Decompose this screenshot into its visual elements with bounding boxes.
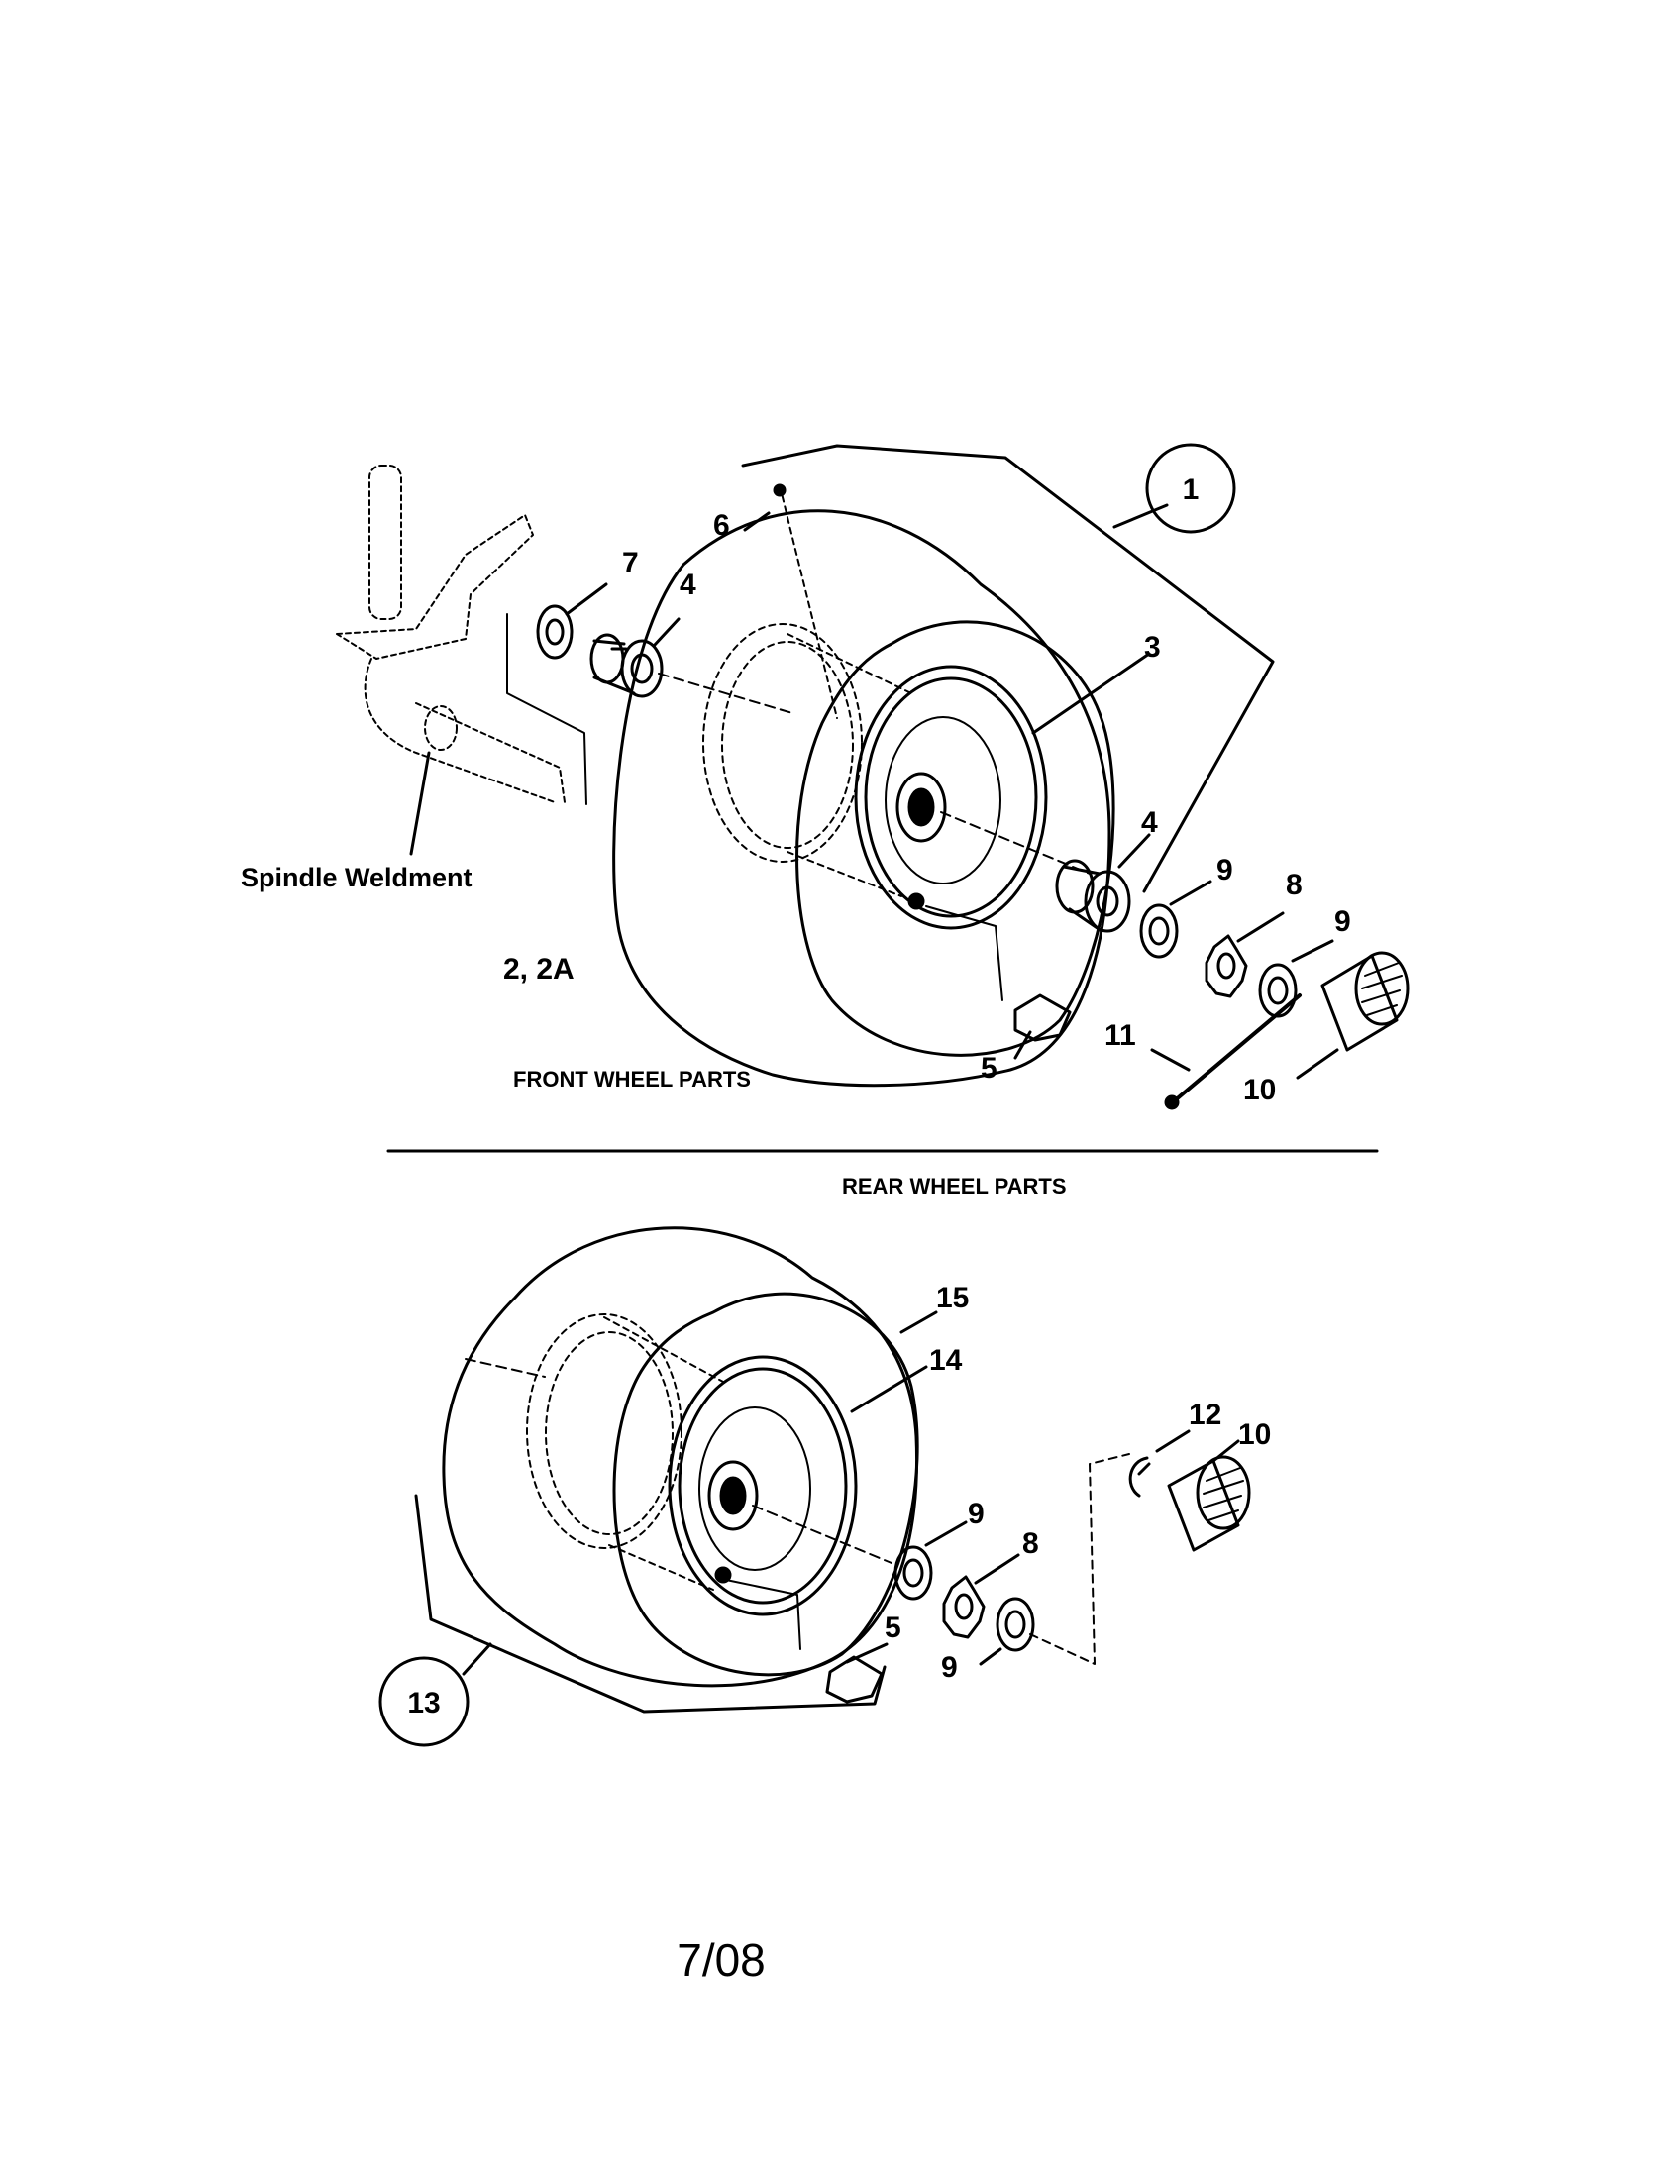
rear-valve-5-icon [725,1579,801,1650]
spindle-weldment-label: Spindle Weldment [241,863,472,892]
part-label-12: 12 [1189,1399,1221,1431]
part-label-4-right: 4 [1141,806,1158,839]
spindle-weldment [336,465,566,803]
callout-13-label: 13 [407,1687,440,1719]
part-label-15: 15 [936,1282,969,1314]
valve-5-icon [925,905,1003,1001]
part-label-2-2a: 2, 2A [503,953,575,986]
assembly-1-callout-circle [1145,443,1236,534]
front-tire-sidewall [795,620,1115,1057]
pin-11-icon [1172,993,1302,1103]
part-label-9b-rear: 9 [941,1651,958,1684]
part-label-10-rear: 10 [1238,1418,1271,1451]
rear-cap-10-icon [1167,1455,1251,1552]
part-label-7: 7 [622,547,639,579]
assembly-13-leader [462,1642,492,1676]
front-valve-hole [907,892,925,910]
part-label-14: 14 [929,1344,963,1377]
part-label-8-rear: 8 [1022,1527,1039,1560]
part-label-11: 11 [1104,1019,1136,1052]
e-clip-12-icon [1128,1456,1151,1498]
part-label-9b-front: 9 [1334,905,1351,938]
part-label-5-front: 5 [981,1052,998,1085]
rear-washer-9b-icon [996,1597,1035,1652]
front-wheel-parts-heading: FRONT WHEEL PARTS [513,1067,751,1092]
cap-10-icon [1320,951,1410,1052]
front-wheel-assembly [336,444,1410,1110]
rear-hub-bore [707,1460,759,1531]
front-hub-bore [895,772,947,843]
spindle-leader [409,751,431,856]
rear-rim [668,1355,858,1616]
rear-washer-8-icon [942,1575,986,1639]
spacer-bracket [506,613,587,805]
assembly-13-bracket [414,1494,887,1714]
page-date: 7/08 [677,1934,766,1986]
rear-hardware-bracket [1029,1453,1130,1665]
part-label-10-front: 10 [1243,1074,1276,1106]
rear-wheel-parts-heading: REAR WHEEL PARTS [842,1174,1067,1198]
washer-7-icon [536,604,574,660]
part-label-6: 6 [713,509,730,542]
rear-washer-9a-icon [893,1545,933,1601]
washer-9b-icon [1258,963,1298,1018]
part-label-4-top: 4 [680,569,696,601]
assembly-1-leader [1112,503,1169,529]
washer-8-icon [1205,934,1248,998]
front-axle-line [658,673,1091,875]
assembly-13-callout-circle [378,1656,470,1747]
rear-back-rim [526,1313,682,1549]
part-label-3: 3 [1144,631,1161,664]
part-label-9a-front: 9 [1216,854,1233,886]
front-rear-rim [702,623,863,863]
front-tire [612,509,1111,1088]
rear-axle-line [465,1358,892,1564]
callout-1-label: 1 [1183,473,1200,506]
front-rim [854,665,1048,930]
part-label-8-front: 8 [1286,869,1303,901]
washer-9a-icon [1139,903,1179,959]
part-label-9a-rear: 9 [968,1498,985,1530]
assembly-1-bracket [741,444,1275,893]
rear-tire-sidewall [612,1292,919,1677]
rear-wheel-assembly [414,1226,1251,1714]
pin-6-icon [779,484,838,719]
part-label-5-rear: 5 [885,1612,901,1644]
bushing-4-right-icon [1055,833,1151,933]
